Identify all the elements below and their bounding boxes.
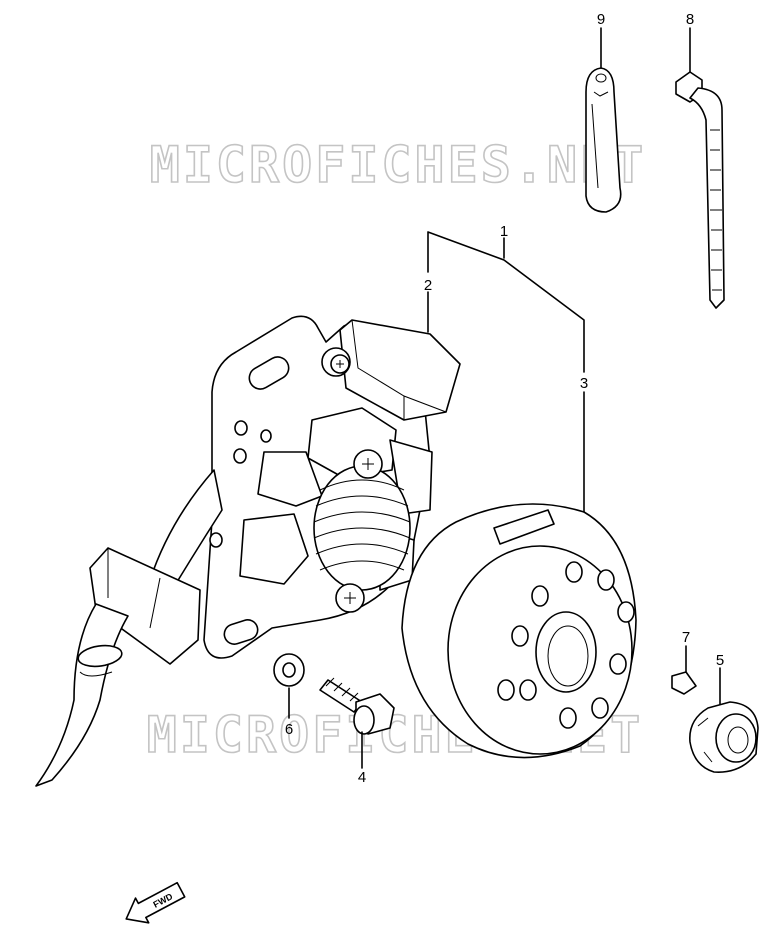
part-3-flywheel-rotor — [401, 503, 637, 759]
fwd-arrow: FWD — [125, 881, 186, 924]
part-9-strap — [585, 67, 622, 213]
callout-3: 3 — [580, 375, 588, 392]
part-6-washer — [273, 653, 305, 687]
wiring-harness — [35, 469, 223, 787]
stator-coils — [239, 407, 433, 613]
part-8-cable-tie — [675, 71, 725, 309]
callout-1: 1 — [500, 223, 508, 240]
callout-5: 5 — [716, 652, 724, 669]
part-5-flange-nut — [689, 701, 759, 773]
part-7-key — [671, 671, 697, 695]
leader-lines — [288, 27, 721, 769]
callout-4: 4 — [358, 769, 366, 786]
part-4-bolt — [319, 677, 395, 735]
callout-8: 8 — [686, 11, 694, 28]
pickup-coil-housing — [321, 319, 461, 421]
callout-2: 2 — [424, 277, 432, 294]
callout-7: 7 — [682, 629, 690, 646]
callout-6: 6 — [285, 721, 293, 738]
callout-9: 9 — [597, 11, 605, 28]
watermark-top: MICROFICHES.NET — [150, 136, 647, 194]
